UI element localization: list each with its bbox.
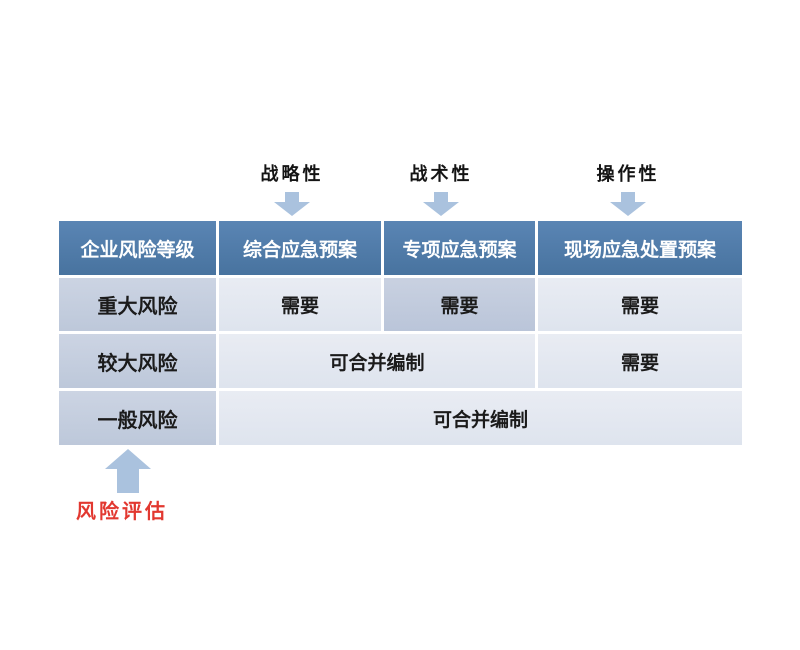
arrow-shaft — [434, 192, 448, 202]
arrow-head — [610, 202, 646, 216]
arrow-down-icon — [610, 192, 646, 216]
arrow-down-icon — [423, 192, 459, 216]
table-header-risk-level: 企业风险等级 — [59, 221, 216, 275]
table-cell: 需要 — [538, 334, 742, 388]
row-header-major-risk: 重大风险 — [59, 278, 216, 331]
arrow-down-icon — [274, 192, 310, 216]
arrow-shaft — [621, 192, 635, 202]
table-cell: 需要 — [219, 278, 381, 331]
label-risk-assessment: 风险评估 — [76, 499, 168, 523]
label-tactical: 战术性 — [409, 164, 473, 185]
table-cell-highlighted: 需要 — [384, 278, 535, 331]
table-cell-merged: 可合并编制 — [219, 391, 742, 445]
arrow-head — [423, 202, 459, 216]
table-cell: 需要 — [538, 278, 742, 331]
arrow-shaft — [285, 192, 299, 202]
table-cell-merged: 可合并编制 — [219, 334, 535, 388]
table-header-special-plan: 专项应急预案 — [384, 221, 535, 275]
arrow-up-icon — [105, 449, 151, 493]
row-header-general-risk: 一般风险 — [59, 391, 216, 445]
arrow-head — [274, 202, 310, 216]
plan-requirement-table: 企业风险等级 综合应急预案 专项应急预案 现场应急处置预案 重大风险 需要 需要… — [59, 221, 742, 445]
label-strategic: 战略性 — [260, 164, 324, 185]
arrow-head — [105, 449, 151, 469]
label-operational: 操作性 — [596, 164, 660, 185]
arrow-shaft — [117, 469, 139, 493]
table-header-onsite-plan: 现场应急处置预案 — [538, 221, 742, 275]
row-header-larger-risk: 较大风险 — [59, 334, 216, 388]
table-header-comprehensive-plan: 综合应急预案 — [219, 221, 381, 275]
